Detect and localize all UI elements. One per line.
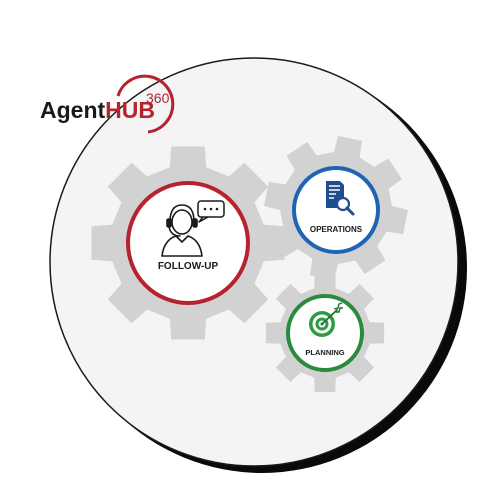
logo-swoosh (116, 74, 175, 134)
headset-agent-icon (161, 200, 225, 257)
follow-up-label: FOLLOW-UP (158, 261, 219, 272)
operations-node[interactable]: OPERATIONS (292, 166, 380, 254)
svg-text:AgentHUB: AgentHUB (40, 97, 155, 123)
logo-360-text: 360 (146, 90, 170, 106)
planning-node[interactable]: PLANNING (286, 294, 364, 372)
operations-label: OPERATIONS (310, 225, 363, 234)
logo-agent-text: Agent (40, 97, 106, 123)
document-search-icon (326, 181, 355, 216)
logo-hub-text: HUB (105, 97, 155, 123)
target-arrow-icon (309, 302, 343, 337)
planning-label: PLANNING (305, 348, 344, 357)
agenthub-logo: AgentHUB 360 (40, 74, 175, 134)
follow-up-node[interactable]: FOLLOW-UP (126, 181, 250, 305)
